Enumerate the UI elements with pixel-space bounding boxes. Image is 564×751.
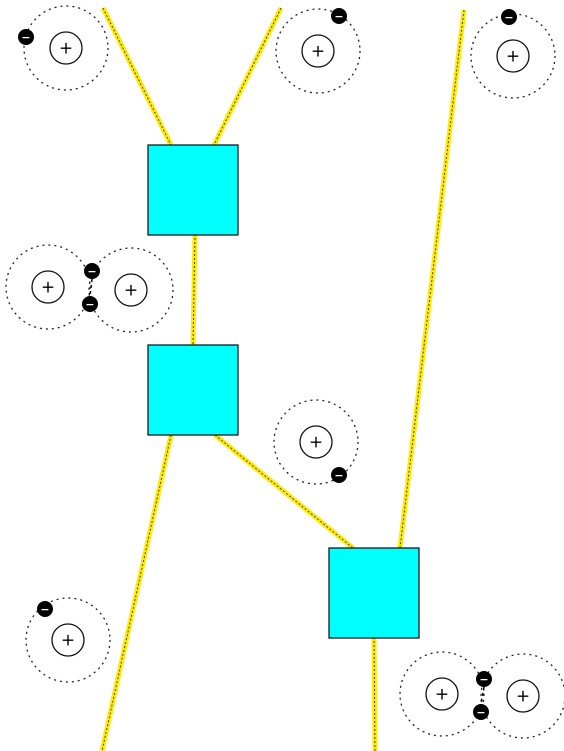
electron-icon: −	[82, 296, 98, 312]
boxes	[147, 144, 420, 639]
nucleus-icon: +	[299, 425, 333, 459]
svg-text:−: −	[85, 298, 94, 311]
orbit-ring	[25, 597, 111, 683]
electron-icon: −	[331, 8, 347, 24]
wire-middle-left-output	[99, 434, 174, 751]
bond-line	[480, 686, 485, 705]
wires	[99, 6, 467, 751]
svg-text:+: +	[506, 47, 520, 67]
svg-text:+: +	[516, 687, 530, 707]
svg-text:−: −	[334, 10, 343, 23]
box-bottom-gate	[328, 547, 420, 639]
wire-bottom-output	[371, 636, 378, 751]
nucleus-icon: +	[114, 273, 148, 307]
nucleus-icon: +	[51, 623, 85, 657]
electron-icon: −	[84, 263, 100, 279]
orbit-ring	[88, 247, 174, 333]
svg-text:+: +	[124, 281, 138, 301]
atom-upper-left: +−	[18, 5, 109, 91]
orbit-ring	[23, 5, 109, 91]
wire-right-input	[397, 9, 467, 549]
atom-lower-left: +−	[25, 597, 111, 683]
atom-upper-center: +−	[275, 8, 361, 94]
electron-icon: −	[18, 29, 34, 45]
svg-text:−: −	[21, 31, 30, 44]
wire-upper-left-input	[100, 6, 174, 147]
orbit-ring	[470, 13, 556, 99]
electron-icon: −	[473, 704, 489, 720]
svg-text:+: +	[59, 39, 73, 59]
nucleus-icon: +	[49, 31, 83, 65]
svg-text:−: −	[476, 706, 485, 719]
electron-icon: −	[331, 467, 347, 483]
orbit-ring	[5, 244, 91, 330]
molecule-lower-right: + + − −	[399, 651, 564, 739]
wire-middle-to-bottom	[213, 433, 355, 550]
svg-text:+: +	[61, 631, 75, 651]
atom-center-right: +−	[273, 399, 359, 485]
nucleus-icon: +	[506, 679, 540, 713]
electron-icon: −	[476, 671, 492, 687]
nucleus-icon: +	[301, 34, 335, 68]
orbit-ring	[275, 8, 361, 94]
wire-top-to-middle	[190, 233, 198, 346]
nucleus-icon: +	[496, 39, 530, 73]
svg-text:−: −	[40, 603, 49, 616]
electron-icon: −	[501, 9, 517, 25]
svg-text:+: +	[41, 278, 55, 298]
svg-text:+: +	[435, 685, 449, 705]
svg-text:−: −	[479, 673, 488, 686]
nucleus-icon: +	[31, 270, 65, 304]
atoms: +−+−+−++−−+−+−++−−	[5, 5, 564, 739]
nucleus-icon: +	[425, 677, 459, 711]
svg-text:−: −	[504, 11, 513, 24]
electron-icon: −	[37, 601, 53, 617]
svg-text:+: +	[311, 42, 325, 62]
box-top-gate	[147, 144, 239, 236]
atom-upper-right: +−	[470, 9, 556, 99]
box-middle-gate	[147, 344, 239, 436]
orbit-ring	[399, 651, 485, 737]
svg-text:−: −	[334, 469, 343, 482]
molecule-left: + + − −	[5, 244, 174, 333]
svg-text:−: −	[87, 265, 96, 278]
svg-text:+: +	[309, 433, 323, 453]
orbit-ring	[273, 399, 359, 485]
wire-upper-right-input	[211, 6, 284, 147]
bond-line	[89, 278, 93, 297]
